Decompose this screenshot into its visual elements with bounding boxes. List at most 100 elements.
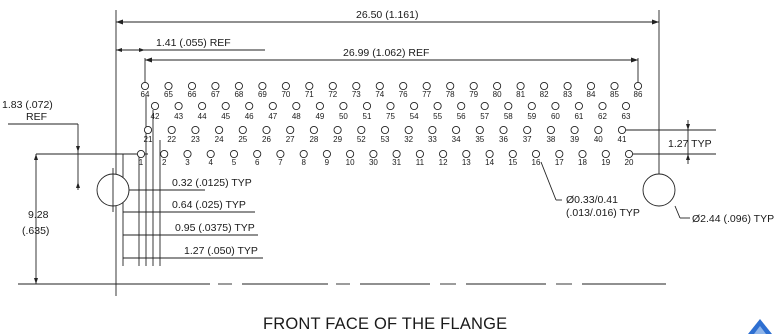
pin-14-hole <box>485 149 494 159</box>
pin-39-hole <box>570 125 579 135</box>
pin-49-hole <box>315 101 324 111</box>
pin-11-label: 11 <box>416 158 425 167</box>
pin-51-hole <box>362 101 372 111</box>
pin-42-label: 42 <box>151 112 160 121</box>
pin-39-label: 39 <box>570 135 579 144</box>
mount-hole-label: Ø2.44 (.096) TYP <box>692 213 774 225</box>
pin-27-hole <box>286 125 295 135</box>
pin-33-label: 33 <box>428 135 437 144</box>
pin-70-label: 70 <box>281 90 290 99</box>
pin-19-hole <box>601 149 610 159</box>
pin-72-label: 72 <box>328 90 337 99</box>
pin-7-label: 7 <box>278 158 283 167</box>
pin-60-hole <box>551 101 560 111</box>
pin-85-label: 85 <box>610 90 619 99</box>
pin-12-hole <box>439 149 448 159</box>
pin-18-label: 18 <box>578 158 587 167</box>
pin-76-hole <box>399 81 408 91</box>
offset-3-label: 0.95 (.0375) TYP <box>175 222 255 234</box>
pin-77-label: 77 <box>422 90 431 99</box>
pin-82-hole <box>540 81 549 91</box>
pin-17-hole <box>555 149 564 159</box>
pin-68-hole <box>234 81 243 91</box>
pin-63-label: 63 <box>622 112 631 121</box>
pin-7-hole <box>276 149 285 159</box>
pin-52-hole <box>357 125 366 135</box>
pin-32-hole <box>404 125 413 135</box>
offset-2-label: 0.64 (.025) TYP <box>172 199 246 211</box>
pin-27-label: 27 <box>286 135 295 144</box>
pin-57-hole <box>480 101 489 111</box>
pin-22-label: 22 <box>167 135 176 144</box>
pin-79-label: 79 <box>469 90 478 99</box>
pin-18-hole <box>578 149 587 159</box>
pin-64-label: 64 <box>141 90 150 99</box>
pin-31-label: 31 <box>392 158 401 167</box>
pin-16-label: 16 <box>532 158 541 167</box>
pin-65-label: 65 <box>164 90 173 99</box>
pin-67-hole <box>211 81 220 91</box>
pin-74-label: 74 <box>375 90 384 99</box>
pin-59-hole <box>527 101 536 111</box>
pin-36-hole <box>499 125 508 135</box>
pin-80-label: 80 <box>493 90 502 99</box>
height-inch-label: (.635) <box>22 225 49 237</box>
pin-65-hole <box>164 81 173 91</box>
pin-42-hole <box>150 101 160 111</box>
pin-74-hole <box>375 81 384 91</box>
pin-48-hole <box>292 101 301 111</box>
pin-61-hole <box>574 101 583 111</box>
height-label: 9.28 <box>28 209 49 221</box>
pin-3-label: 3 <box>185 158 190 167</box>
navigation-arrow-icon[interactable] <box>748 319 772 334</box>
pin-1-hole <box>136 149 146 159</box>
pin-23-label: 23 <box>191 135 200 144</box>
pin-55-label: 55 <box>433 112 442 121</box>
pin-44-hole <box>198 101 207 111</box>
pin-68-label: 68 <box>234 90 243 99</box>
pin-72-hole <box>328 81 337 91</box>
pin-9-label: 9 <box>325 158 330 167</box>
pin-78-label: 78 <box>446 90 455 99</box>
pin-15-label: 15 <box>508 158 517 167</box>
pin-75-label: 75 <box>386 112 395 121</box>
pin-75-hole <box>386 101 395 111</box>
pin-86-hole <box>633 81 643 91</box>
pin-80-hole <box>493 81 502 91</box>
first-pin-ref-label: 1.41 (.055) REF <box>156 37 231 49</box>
pin-86-label: 86 <box>634 90 643 99</box>
pin-21-hole <box>143 125 153 135</box>
pin-47-label: 47 <box>268 112 277 121</box>
pin-57-label: 57 <box>480 112 489 121</box>
pin-81-label: 81 <box>516 90 525 99</box>
pin-10-label: 10 <box>346 158 355 167</box>
pin-51-label: 51 <box>363 112 372 121</box>
pin-82-label: 82 <box>540 90 549 99</box>
pin-15-hole <box>508 149 517 159</box>
pin-12-label: 12 <box>439 158 448 167</box>
pin-28-hole <box>309 125 318 135</box>
pin-67-label: 67 <box>211 90 220 99</box>
pin-35-hole <box>475 125 484 135</box>
pin-54-label: 54 <box>410 112 419 121</box>
dimension-lines <box>8 10 716 296</box>
left-offset-label: 1.83 (.072) <box>2 99 53 111</box>
pin-56-label: 56 <box>457 112 466 121</box>
pin-62-label: 62 <box>598 112 607 121</box>
pin-47-hole <box>268 101 277 111</box>
pin-2-label: 2 <box>162 158 167 167</box>
pin-23-hole <box>191 125 200 135</box>
pin-66-hole <box>187 81 197 91</box>
pin-37-hole <box>523 125 532 135</box>
pin-85-hole <box>610 81 619 91</box>
pin-16-hole <box>531 149 541 159</box>
pin-50-hole <box>339 101 348 111</box>
pin-22-hole <box>167 125 176 135</box>
pin-5-hole <box>229 149 239 159</box>
offset-4-label: 1.27 (.050) TYP <box>184 245 258 257</box>
pin-30-label: 30 <box>369 158 378 167</box>
pin-26-label: 26 <box>262 135 271 144</box>
row-pitch-label: 1.27 TYP <box>668 138 712 150</box>
